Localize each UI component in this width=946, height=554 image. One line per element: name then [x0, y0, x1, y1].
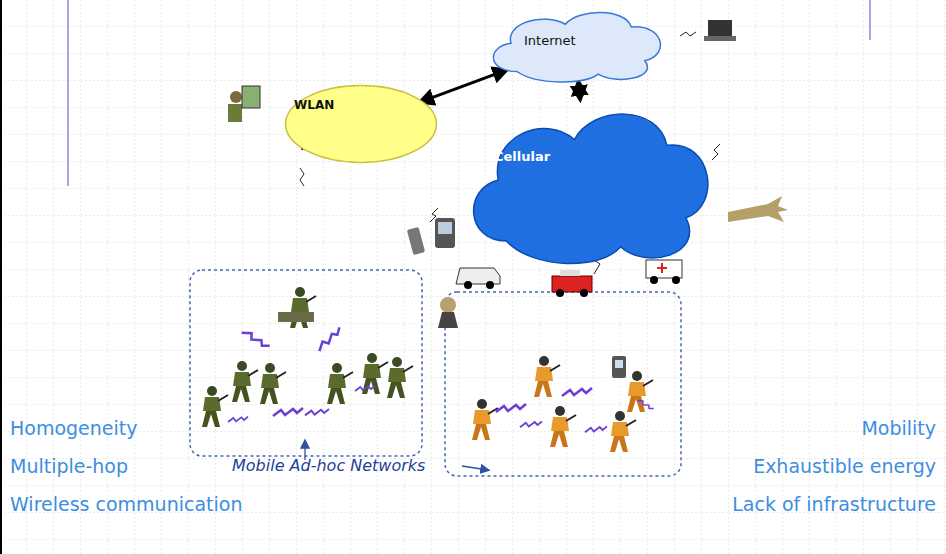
- node-label: Cellular: [494, 149, 550, 164]
- network-link: [419, 70, 507, 103]
- property-label: Exhaustible energy: [753, 455, 936, 477]
- internet-cloud: Internet: [478, 4, 672, 85]
- node-outline: [284, 84, 438, 164]
- node-outline: [452, 96, 724, 270]
- property-label: Multiple-hop: [10, 455, 128, 477]
- node-label: Internet: [524, 33, 576, 48]
- cellular-cloud: Cellular: [452, 96, 724, 270]
- network-link: [578, 81, 580, 100]
- wlan-ellipse: WLAN: [284, 84, 438, 164]
- node-label: WLAN: [294, 98, 334, 112]
- property-label: Lack of infrastructure: [732, 493, 936, 515]
- property-label: Homogeneity: [10, 417, 138, 439]
- property-label: Wireless communication: [10, 493, 242, 515]
- network-caption: Mobile Ad-hoc Networks: [232, 456, 425, 475]
- property-label: Mobility: [861, 417, 936, 439]
